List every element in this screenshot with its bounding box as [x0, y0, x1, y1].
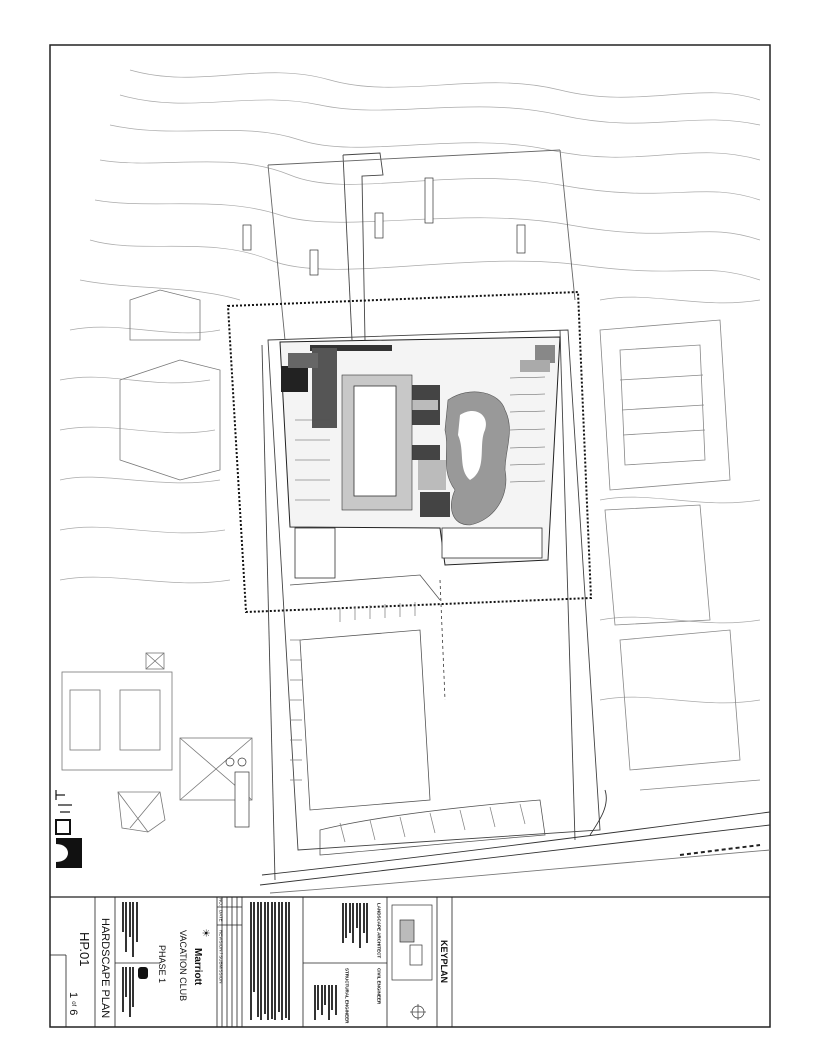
- main-building: [279, 336, 561, 566]
- entry-drive: [267, 149, 576, 341]
- adjacent-buildings-left: [61, 289, 253, 833]
- keyplan-label: KEYPLAN: [439, 940, 449, 984]
- parking-lot: [289, 527, 546, 856]
- road: [259, 789, 771, 894]
- building-wing-dark: [310, 345, 392, 351]
- revision-col-description: REVISION / SUBMISSION: [218, 930, 224, 984]
- callout-tags: [225, 177, 526, 828]
- page-indicator: 1 of 6: [67, 992, 79, 1016]
- consultant-civil-engineer: CIVIL ENGINEER: [376, 968, 382, 1005]
- sheet-title: HARDSCAPE PLAN: [99, 918, 111, 1019]
- revision-col-no: NO.: [218, 898, 224, 907]
- owner-info-text: [120, 902, 138, 957]
- consultant-landscape-architect: LANDSCAPE ARCHITECT: [376, 903, 382, 959]
- firm-logo: [55, 819, 82, 868]
- engineer-info: [312, 985, 337, 1020]
- general-notes-text: [248, 902, 290, 1020]
- page-current: 1: [67, 992, 79, 999]
- keyplan-diagram: [391, 904, 433, 1020]
- project-phase: PHASE 1: [157, 945, 167, 984]
- pool: [353, 385, 397, 497]
- marriott-sun-icon: ☀: [199, 928, 211, 938]
- consultant-structural-engineer: STRUCTURAL ENGINEER: [344, 968, 350, 1024]
- adjacent-buildings-right: [599, 319, 761, 791]
- title-block-grid: [50, 897, 453, 1027]
- revision-col-date: DATE: [218, 910, 224, 922]
- landscape-architect-info: [340, 903, 368, 948]
- architect-info-text: [120, 967, 134, 1017]
- north-arrow-scale: [55, 790, 72, 813]
- existing-building-parking: [294, 527, 336, 579]
- architect-logo: [138, 967, 148, 979]
- sheet-border: [49, 44, 771, 1028]
- topographic-contours: [59, 69, 761, 704]
- brand-subtitle: VACATION CLUB: [178, 930, 188, 1002]
- brand-name: Marriott: [192, 948, 203, 986]
- page-total: 6: [67, 1009, 79, 1016]
- page-of: of: [70, 1001, 76, 1007]
- sheet-number: HP.01: [77, 932, 92, 967]
- property-lines: [261, 329, 601, 881]
- limit-of-work-boundary: [226, 290, 593, 614]
